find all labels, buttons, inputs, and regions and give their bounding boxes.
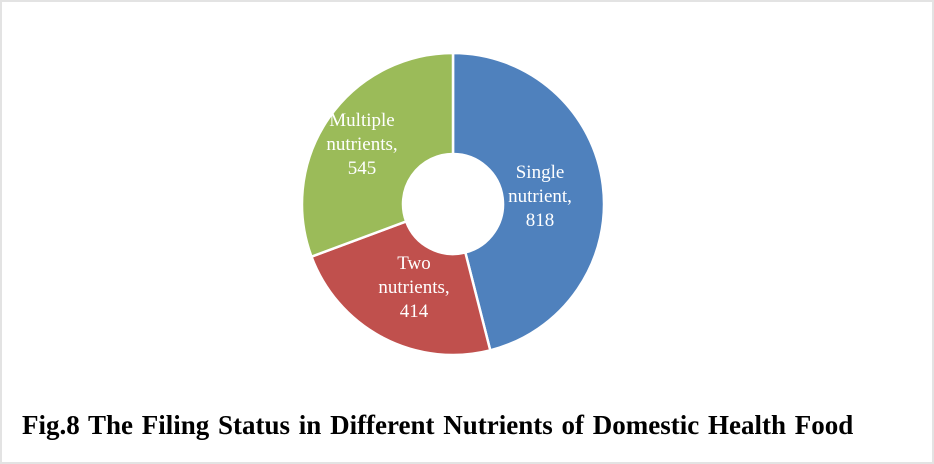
chart-title: Fig.8 The Filing Status in Different Nut… xyxy=(22,410,854,440)
donut-slice-single-nutrient xyxy=(451,51,606,352)
donut-slice-multiple-nutrients xyxy=(300,51,455,259)
donut-slice-two-nutrients xyxy=(309,219,492,357)
